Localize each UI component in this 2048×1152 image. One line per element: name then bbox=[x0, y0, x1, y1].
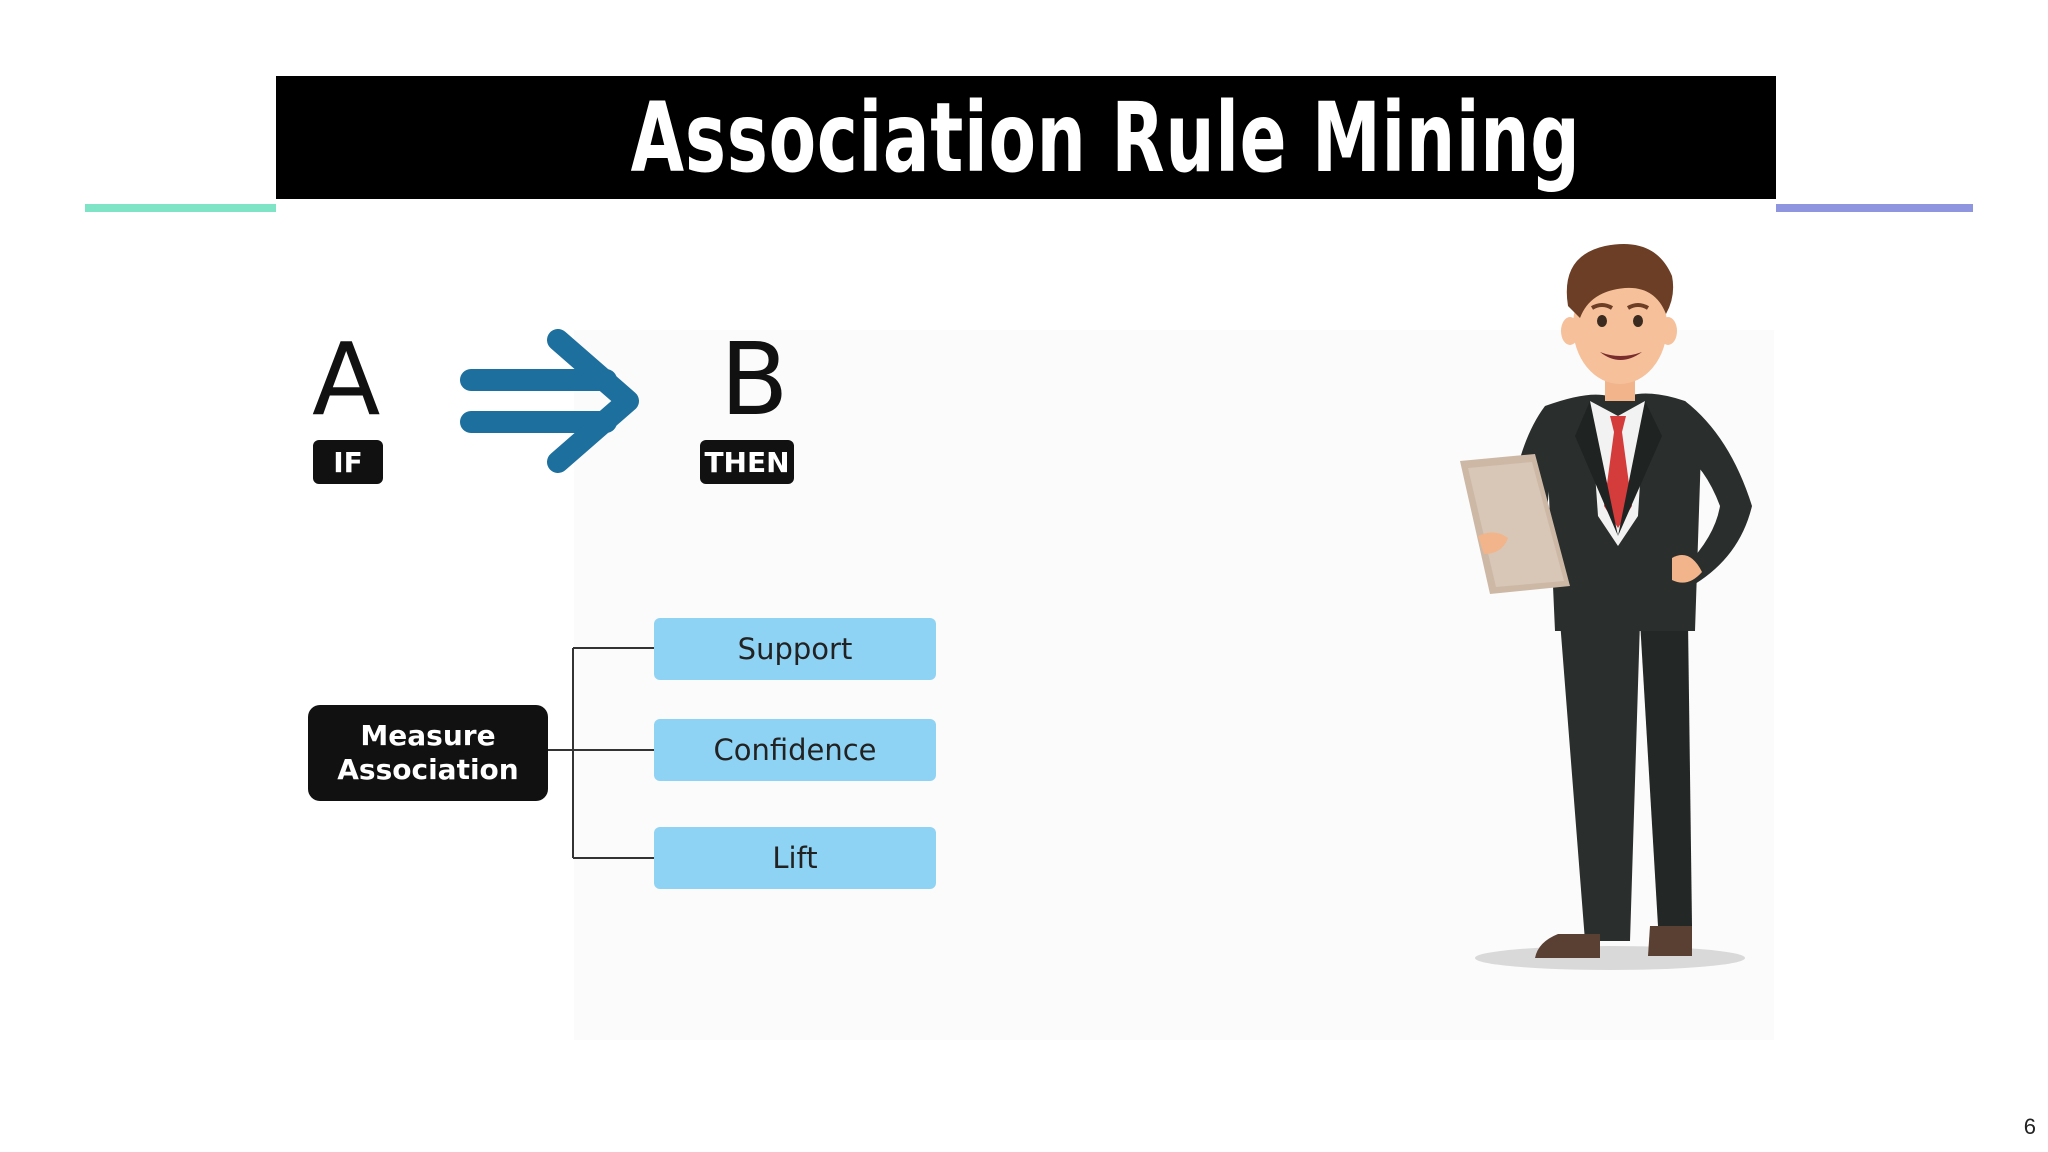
implies-arrow-icon bbox=[460, 329, 639, 473]
metric-lift: Lift bbox=[654, 827, 936, 889]
tree-connector bbox=[548, 647, 654, 859]
consequent-letter: B bbox=[720, 321, 789, 438]
if-tag: IF bbox=[313, 440, 383, 484]
title-bar: Association Rule Mining bbox=[276, 76, 1776, 199]
measure-association-label: Measure Association bbox=[337, 719, 519, 786]
page-number: 6 bbox=[2023, 1114, 2036, 1139]
metric-confidence: Confidence bbox=[654, 719, 936, 781]
then-tag: THEN bbox=[700, 440, 794, 484]
metric-label: Support bbox=[737, 632, 853, 666]
businessman-with-tablet-icon bbox=[1460, 244, 1752, 970]
metric-support: Support bbox=[654, 618, 936, 680]
antecedent-letter: A bbox=[312, 321, 381, 438]
metric-label: Lift bbox=[772, 841, 818, 875]
slide-title: Association Rule Mining bbox=[631, 81, 1581, 194]
accent-line-left bbox=[85, 204, 276, 212]
measure-association-box: Measure Association bbox=[308, 705, 548, 801]
accent-line-right bbox=[1776, 204, 1973, 212]
metric-label: Confidence bbox=[713, 733, 877, 767]
